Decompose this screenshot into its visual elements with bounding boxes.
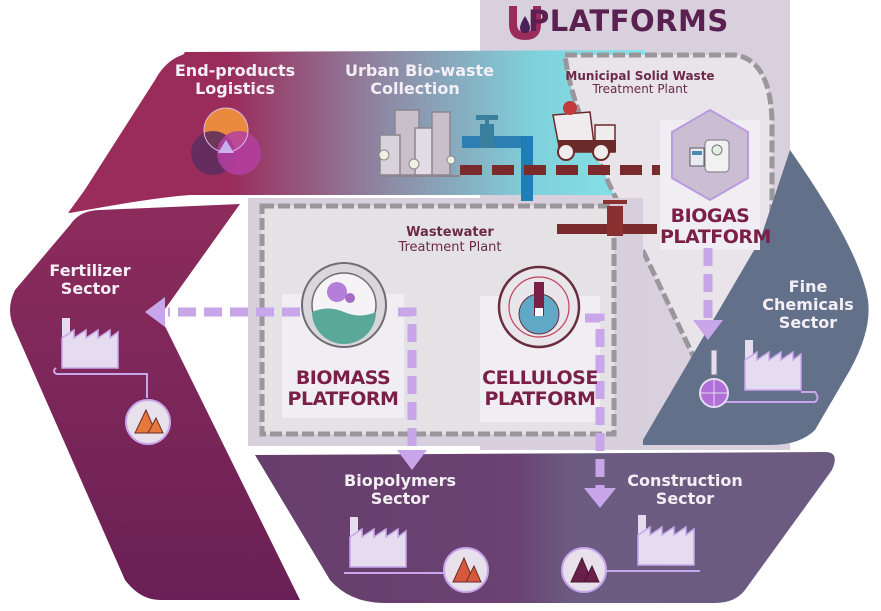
flow-biogas-to-fine-chemicals xyxy=(693,248,723,340)
fine-chemicals-sector-shape xyxy=(640,150,869,445)
factory-icon xyxy=(344,517,445,574)
flow-biomass-to-biopolymers xyxy=(397,307,427,470)
microorganism-porthole-icon xyxy=(282,262,404,418)
city-buildings-icon xyxy=(378,109,460,177)
u-droplet-logo-icon xyxy=(509,6,541,40)
biogas-platform-label: BIOGAS PLATFORM xyxy=(660,205,771,248)
brown-valve-pipe-icon xyxy=(557,200,657,236)
venn-diagram-icon xyxy=(191,107,261,175)
msw-plant-label: Municipal Solid Waste Treatment Plant xyxy=(565,69,715,97)
biopolymers-sector-label: Biopolymers Sector xyxy=(344,471,456,508)
biomass-platform-label: BIOMASS PLATFORM xyxy=(287,367,399,410)
fertilizer-sector-label: Fertilizer Sector xyxy=(49,261,131,298)
flow-cellulose-to-construction xyxy=(584,313,616,508)
end-products-logistics-label: End-products Logistics xyxy=(174,61,296,98)
urban-biowaste-label: Urban Bio-waste Collection xyxy=(345,61,495,98)
flow-biomass-to-fertilizer xyxy=(145,297,300,327)
wastewater-plant-label: Wastewater Treatment Plant xyxy=(398,225,502,255)
flask-globe-icon xyxy=(699,349,729,408)
fine-chemicals-sector-label: Fine Chemicals Sector xyxy=(762,277,854,332)
platforms-title: PLATFORMS xyxy=(528,4,729,38)
cellulose-platform-label: CELLULOSE PLATFORM xyxy=(482,367,598,410)
mountain-pile-icon xyxy=(561,547,607,593)
garbage-truck-icon xyxy=(552,101,616,161)
mountain-pile-icon xyxy=(443,547,489,593)
factory-icon xyxy=(53,318,148,398)
logistics-left-edge xyxy=(70,52,230,213)
factory-icon xyxy=(720,340,819,403)
construction-sector-label: Construction Sector xyxy=(627,471,743,508)
biogas-digester-icon xyxy=(660,108,760,250)
mountain-pile-icon xyxy=(125,399,171,445)
cellulose-tank-icon xyxy=(480,265,600,422)
